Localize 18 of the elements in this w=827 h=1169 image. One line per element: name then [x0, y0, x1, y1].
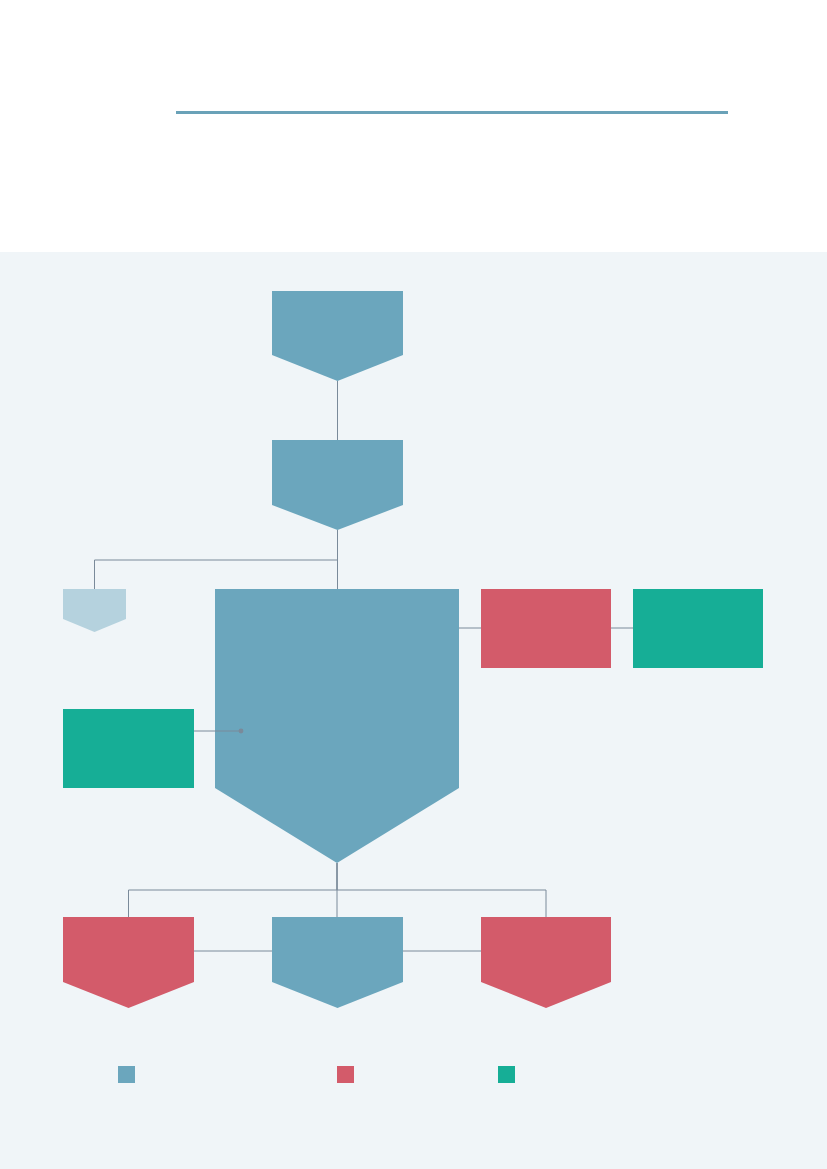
rectangle-shape: [633, 589, 763, 668]
rectangle-shape: [481, 589, 611, 668]
pentagon-shape: [272, 917, 403, 1008]
connector-line: [458, 627, 482, 629]
pentagon-shape: [481, 917, 611, 1008]
connector-line: [193, 728, 244, 734]
rectangle-shape: [63, 709, 194, 788]
connector-line: [336, 862, 547, 918]
pentagon-shape: [63, 917, 194, 1008]
connector-line: [610, 627, 634, 629]
connector-line: [337, 380, 338, 441]
pentagon-shape: [215, 589, 459, 863]
pentagon-shape: [63, 589, 126, 632]
pentagon-shape: [272, 291, 403, 381]
pentagon-shape: [272, 440, 403, 530]
connector-line: [337, 529, 338, 590]
connector-line: [193, 950, 273, 952]
connector-line: [402, 950, 482, 952]
